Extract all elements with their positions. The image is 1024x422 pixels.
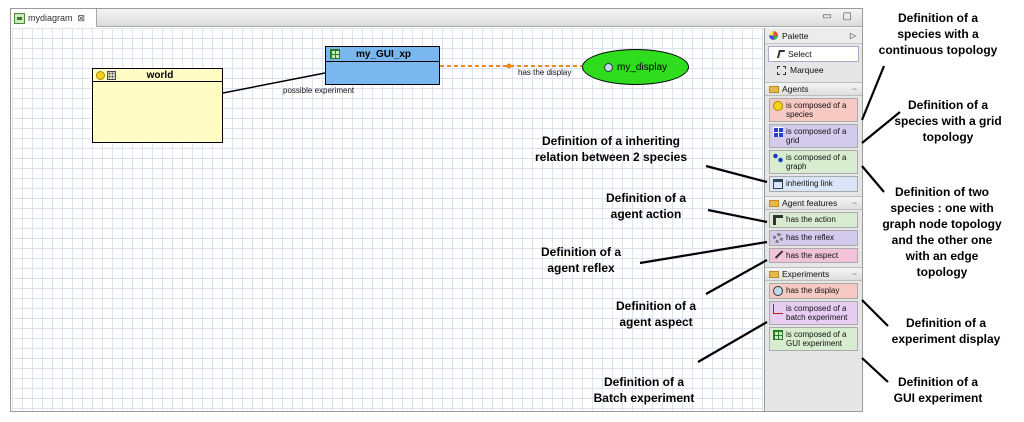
entry-species[interactable]: is composed of a species: [769, 98, 858, 122]
species-world-name: world: [146, 69, 174, 81]
pin-icon[interactable]: ⇔: [851, 270, 858, 278]
entry-gui-experiment[interactable]: is composed of a GUI experiment: [769, 327, 858, 351]
palette: Palette ▷ Select Marquee Agents ⇔ is com…: [764, 28, 862, 411]
pencil-icon: [772, 248, 784, 259]
grid-icon: [773, 127, 783, 137]
annotation-aspect: Definition of a agent aspect: [616, 299, 696, 329]
drawer-agent-features[interactable]: Agent features ⇔: [765, 196, 862, 210]
diagram-file-icon: [14, 12, 25, 24]
batch-chart-icon: [773, 304, 783, 314]
smiley-icon: [96, 70, 105, 80]
edge-label-has-display: has the display: [518, 68, 572, 77]
entry-action[interactable]: has the action: [769, 212, 858, 228]
gui-grid-icon: [773, 330, 783, 340]
palette-title: Palette: [782, 30, 809, 41]
diagram-canvas[interactable]: [12, 28, 763, 411]
annotation-action: Definition of a agent action: [606, 191, 686, 221]
palette-header: Palette ▷: [765, 28, 862, 44]
tool-marquee[interactable]: Marquee: [765, 62, 862, 78]
tool-select[interactable]: Select: [768, 46, 859, 62]
marquee-icon: [777, 65, 786, 75]
edge-label-possible-experiment: possible experiment: [283, 86, 355, 95]
species-world[interactable]: world: [92, 68, 223, 143]
display-icon: [773, 286, 783, 296]
cursor-arrow-icon: [776, 50, 786, 58]
entry-inheriting-link[interactable]: inheriting link: [769, 176, 858, 192]
annotation-inherit: Definition of a inheriting relation betw…: [534, 134, 688, 164]
hierarchy-icon: [773, 179, 783, 189]
entry-graph[interactable]: is composed of a graph: [769, 150, 858, 174]
folder-icon: [769, 85, 779, 93]
palette-icon: [769, 31, 778, 40]
annotation-gui: Definition of a GUI experiment: [893, 375, 983, 405]
entry-reflex[interactable]: has the reflex: [769, 230, 858, 246]
folder-icon: [769, 270, 779, 278]
annotation-continuous: Definition of a species with a continuou…: [878, 11, 998, 57]
editor-tabbar: mydiagram ⊠ ▭ ▢: [11, 9, 862, 27]
smiley-icon: [773, 101, 783, 111]
display-my-display[interactable]: my_display: [582, 49, 689, 85]
graph-icon: [773, 153, 783, 163]
display-icon: [603, 62, 613, 72]
tab-label: mydiagram: [28, 13, 73, 23]
annotation-grid: Definition of a species with a grid topo…: [894, 98, 1002, 144]
palette-collapse-icon[interactable]: ▷: [849, 31, 856, 40]
pin-icon[interactable]: ⇔: [851, 85, 858, 93]
entry-grid[interactable]: is composed of a grid: [769, 124, 858, 148]
annotation-reflex: Definition of a agent reflex: [541, 245, 621, 275]
drawer-agents[interactable]: Agents ⇔: [765, 82, 862, 96]
continuous-topology-icon: [107, 70, 116, 80]
experiment-my-gui-xp[interactable]: my_GUI_xp: [325, 46, 440, 85]
action-icon: [773, 215, 783, 225]
annotation-batch: Definition of a Batch experiment: [593, 375, 695, 405]
species-world-header: world: [93, 69, 222, 82]
window-buttons[interactable]: ▭ ▢: [822, 11, 856, 22]
annotation-display: Definition of a experiment display: [891, 316, 1001, 346]
folder-icon: [769, 199, 779, 207]
gui-grid-icon: [330, 49, 340, 59]
annotation-graph: Definition of two species : one with gra…: [882, 185, 1002, 279]
entry-aspect[interactable]: has the aspect: [769, 248, 858, 263]
entry-batch-experiment[interactable]: is composed of a batch experiment: [769, 301, 858, 325]
display-name: my_display: [616, 61, 668, 73]
entry-has-display[interactable]: has the display: [769, 283, 858, 299]
experiment-header: my_GUI_xp: [326, 47, 439, 62]
drawer-experiments[interactable]: Experiments ⇔: [765, 267, 862, 281]
gear-icon: [773, 233, 783, 243]
tab-mydiagram[interactable]: mydiagram ⊠: [11, 9, 97, 27]
experiment-name: my_GUI_xp: [355, 48, 412, 60]
close-tab-icon[interactable]: ⊠: [77, 12, 86, 23]
pin-icon[interactable]: ⇔: [851, 199, 858, 207]
